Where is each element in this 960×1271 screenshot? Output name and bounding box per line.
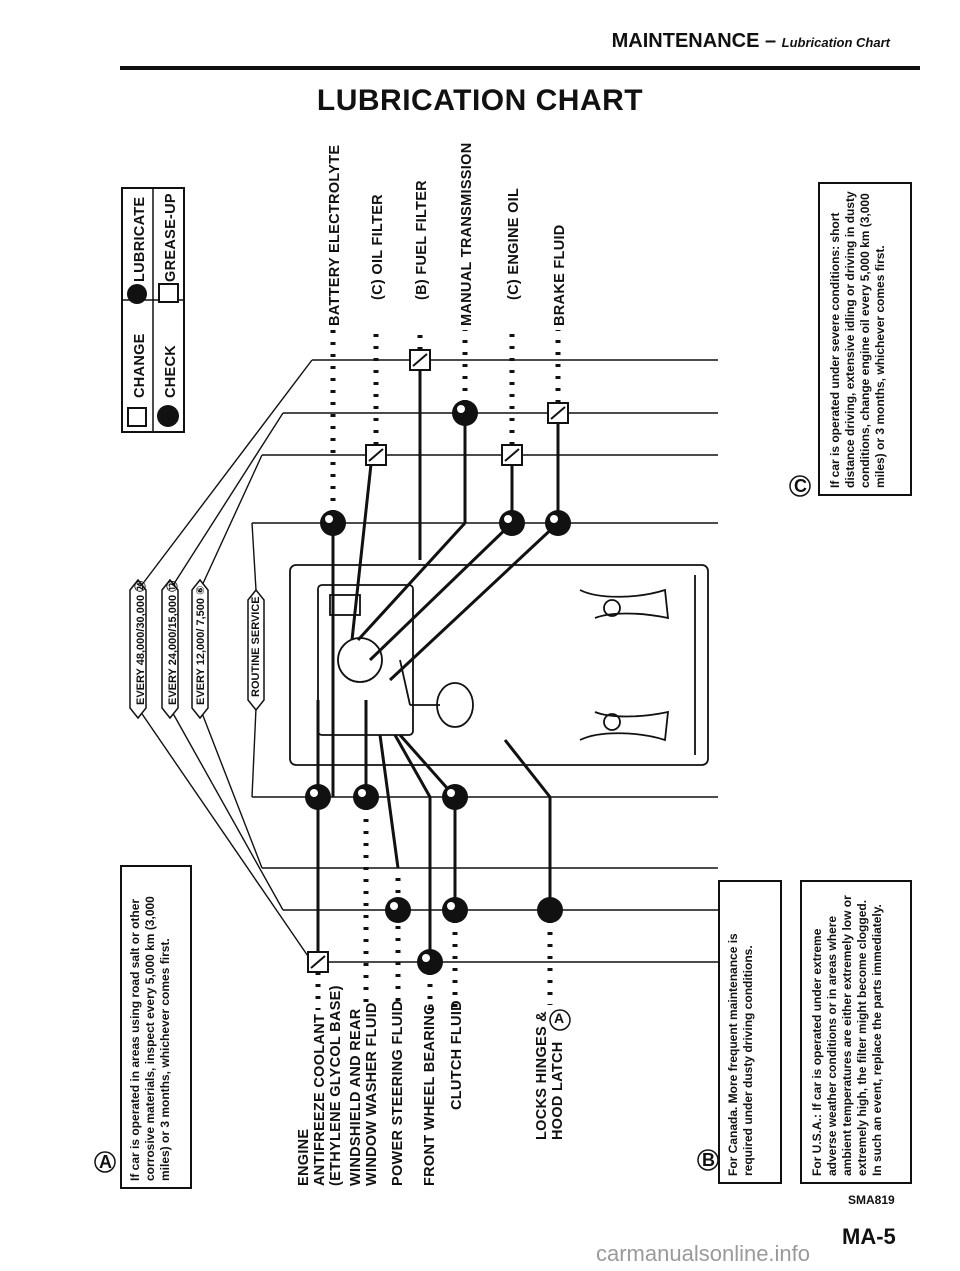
note-a-box: If car is operated in areas using road s… bbox=[120, 865, 192, 1189]
note-c-box: If car is operated under severe conditio… bbox=[818, 182, 912, 496]
lubricate-drop-icon bbox=[545, 510, 571, 536]
label-brake-fluid: BRAKE FLUID bbox=[552, 224, 568, 326]
interval-24000: EVERY 24,000/15,000 ⑫ bbox=[167, 580, 179, 705]
grease-gun-icon bbox=[158, 283, 179, 303]
header-section: MAINTENANCE – bbox=[611, 30, 777, 52]
interval-48000: EVERY 48,000/30,000 ㉔ bbox=[135, 580, 147, 705]
label-wheel-bearing: FRONT WHEEL BEARING bbox=[422, 1003, 438, 1186]
note-b-canada-text: For Canada. More frequent maintenance is… bbox=[726, 933, 755, 1176]
note-b-canada-box: For Canada. More frequent maintenance is… bbox=[718, 880, 782, 1184]
lubricate-drop-icon bbox=[452, 400, 478, 426]
label-battery: BATTERY ELECTROLYTE bbox=[327, 144, 343, 326]
interval-lines bbox=[137, 359, 718, 963]
change-symbols bbox=[307, 349, 569, 973]
marker-a-locks: A bbox=[554, 1010, 565, 1026]
marker-b: B bbox=[702, 1150, 715, 1170]
header-subsection: Lubrication Chart bbox=[781, 35, 890, 50]
lubricate-drop-icon bbox=[127, 284, 147, 304]
lubricate-drop-icon bbox=[353, 784, 379, 810]
lubricate-drop-icon bbox=[305, 784, 331, 810]
figure-code: SMA819 bbox=[848, 1193, 895, 1207]
label-locks-2: HOOD LATCH bbox=[550, 1041, 566, 1140]
lubricate-symbols bbox=[305, 400, 571, 975]
change-can-icon bbox=[127, 407, 147, 427]
lubricate-drop-icon bbox=[385, 897, 411, 923]
dotted-leaders-left bbox=[315, 807, 553, 1010]
check-eye-icon bbox=[157, 405, 179, 427]
marker-c: C bbox=[794, 476, 807, 496]
marker-a: A bbox=[99, 1152, 112, 1172]
note-b-usa-text: For U.S.A.: If car is operated under ext… bbox=[810, 895, 884, 1176]
page-header: MAINTENANCE – Lubrication Chart bbox=[612, 30, 890, 53]
legend-grease-label: GREASE-UP bbox=[163, 193, 179, 282]
page-number: MA-5 bbox=[842, 1224, 896, 1249]
label-clutch: CLUTCH FLUID bbox=[449, 1000, 465, 1110]
marker-circles bbox=[94, 475, 811, 1173]
note-c-text: If car is operated under severe conditio… bbox=[828, 191, 887, 488]
connection-lines bbox=[316, 360, 560, 962]
lubricate-drop-icon bbox=[499, 510, 525, 536]
legend-table bbox=[121, 187, 185, 433]
label-coolant: ANTIFREEZE COOLANT bbox=[312, 1013, 328, 1186]
watermark: carmanualsonline.info bbox=[596, 1241, 811, 1266]
legend-change-label: CHANGE bbox=[132, 333, 148, 398]
interval-routine: ROUTINE SERVICE bbox=[250, 596, 262, 697]
lubricate-drop-icon bbox=[442, 897, 468, 923]
label-locks-1: LOCKS HINGES & bbox=[534, 1010, 550, 1140]
label-glycol: (ETHYLENE GLYCOL BASE) bbox=[328, 985, 344, 1186]
header-rule bbox=[120, 66, 920, 70]
label-fuel-filter: (B) FUEL FILTER bbox=[414, 180, 430, 300]
note-a-text: If car is operated in areas using road s… bbox=[128, 896, 172, 1181]
label-manual-transmission: MANUAL TRANSMISSION bbox=[459, 142, 475, 326]
label-windshield-2: WINDOW WASHER FLUID bbox=[364, 1002, 380, 1186]
label-oil-filter: (C) OIL FILTER bbox=[370, 194, 386, 300]
lubricate-drop-icon bbox=[417, 949, 443, 975]
interval-12000: EVERY 12,000/ 7,500 ⑥ bbox=[195, 585, 207, 705]
lubricate-symbol-highlights bbox=[310, 405, 558, 962]
note-b-usa-box: For U.S.A.: If car is operated under ext… bbox=[800, 880, 912, 1184]
label-windshield-1: WINDSHIELD AND REAR bbox=[348, 1008, 364, 1186]
label-engine-oil: (C) ENGINE OIL bbox=[506, 187, 522, 300]
legend-check-label: CHECK bbox=[163, 344, 179, 398]
label-engine: ENGINE bbox=[296, 1128, 312, 1186]
lubricate-drop-icon bbox=[320, 510, 346, 536]
dotted-leaders-right bbox=[330, 330, 561, 513]
interval-tags bbox=[129, 578, 265, 720]
grease-gun-icon bbox=[537, 897, 563, 923]
page-title: LUBRICATION CHART bbox=[316, 84, 644, 117]
car-outline bbox=[289, 564, 709, 766]
label-power-steering: POWER STEERING FLUID bbox=[390, 1000, 406, 1186]
legend-lubricate-label: LUBRICATE bbox=[132, 196, 148, 282]
lubricate-drop-icon bbox=[442, 784, 468, 810]
